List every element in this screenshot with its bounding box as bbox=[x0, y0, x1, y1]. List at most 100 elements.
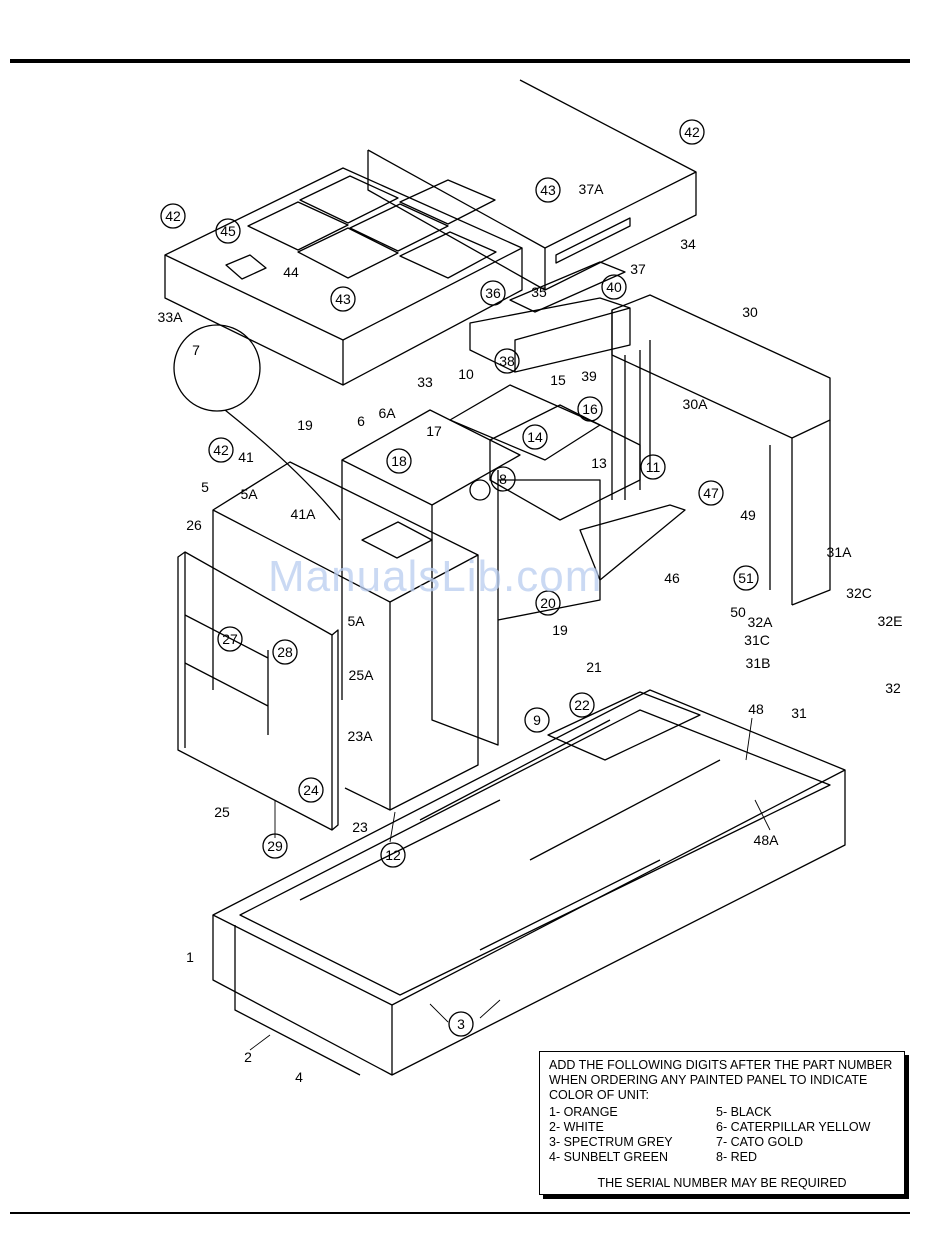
callout: 23A bbox=[348, 728, 374, 744]
callout: 42 bbox=[213, 442, 229, 458]
color-item: 6- CATERPILLAR YELLOW bbox=[716, 1120, 871, 1134]
top-rule bbox=[10, 59, 910, 63]
callout: 30A bbox=[683, 396, 709, 412]
callout: 8 bbox=[499, 471, 507, 487]
callout: 11 bbox=[646, 459, 661, 475]
color-item: 3- SPECTRUM GREY bbox=[549, 1135, 673, 1149]
side-door-panel bbox=[177, 551, 339, 831]
callout: 48A bbox=[754, 832, 780, 848]
color-item: 7- CATO GOLD bbox=[716, 1135, 804, 1149]
callout: 2 bbox=[244, 1049, 252, 1065]
colors-left-column: 1- ORANGE 2- WHITE 3- SPECTRUM GREY 4- S… bbox=[549, 1105, 673, 1165]
color-item: 1- ORANGE bbox=[549, 1105, 618, 1119]
front-housing bbox=[212, 461, 479, 811]
callout: 29 bbox=[267, 838, 283, 854]
callout: 32E bbox=[878, 613, 903, 629]
color-item: 5- BLACK bbox=[716, 1105, 772, 1119]
callout: 42 bbox=[165, 208, 181, 224]
callout: 35 bbox=[531, 284, 547, 300]
callout: 32C bbox=[846, 585, 872, 601]
callout: 16 bbox=[582, 401, 598, 417]
duct-assembly bbox=[469, 261, 631, 373]
callout: 14 bbox=[527, 429, 543, 445]
callout: 33A bbox=[158, 309, 184, 325]
plain-callouts: 33A 44 33 37A 34 37 35 39 30 30A 7 10 15… bbox=[158, 181, 903, 1085]
callout: 38 bbox=[499, 353, 515, 369]
detail-bubble bbox=[173, 324, 341, 521]
callout: 31B bbox=[746, 655, 771, 671]
callout: 33 bbox=[417, 374, 433, 390]
circled-callouts: 42 45 43 43 42 36 40 38 16 14 18 8 11 47… bbox=[160, 119, 759, 1037]
callout: 12 bbox=[385, 847, 401, 863]
callout: 5A bbox=[347, 613, 365, 629]
watermark: ManualsLib.com bbox=[268, 552, 603, 601]
callout: 30 bbox=[742, 304, 758, 320]
callout: 20 bbox=[540, 595, 556, 611]
callout: 5A bbox=[240, 486, 258, 502]
callout: 13 bbox=[591, 455, 607, 471]
callout: 31A bbox=[827, 544, 853, 560]
callout: 6A bbox=[378, 405, 396, 421]
callout: 39 bbox=[581, 368, 597, 384]
callout: 4 bbox=[295, 1069, 303, 1085]
callout: 25A bbox=[349, 667, 375, 683]
callout: 10 bbox=[458, 366, 474, 382]
callout: 48 bbox=[748, 701, 764, 717]
callout: 34 bbox=[680, 236, 696, 252]
leader-lines bbox=[249, 717, 771, 1051]
callout: 1 bbox=[186, 949, 194, 965]
callout: 32A bbox=[748, 614, 774, 630]
rear-cover-panel bbox=[367, 79, 697, 291]
callout: 19 bbox=[297, 417, 313, 433]
colors-right-column: 5- BLACK 6- CATERPILLAR YELLOW 7- CATO G… bbox=[716, 1105, 870, 1165]
callout: 18 bbox=[391, 453, 407, 469]
callout: 21 bbox=[586, 659, 602, 675]
callout: 49 bbox=[740, 507, 756, 523]
callout: 44 bbox=[283, 264, 299, 280]
callout: 25 bbox=[214, 804, 230, 820]
callout: 23 bbox=[352, 819, 368, 835]
callout: 17 bbox=[426, 423, 442, 439]
callout: 24 bbox=[303, 782, 319, 798]
end-frame bbox=[611, 294, 831, 606]
callout: 47 bbox=[703, 485, 719, 501]
callout: 36 bbox=[485, 285, 501, 301]
callout: 43 bbox=[540, 182, 556, 198]
callout: 28 bbox=[277, 644, 293, 660]
callout: 19 bbox=[552, 622, 568, 638]
callout: 43 bbox=[335, 291, 351, 307]
callout: 7 bbox=[192, 342, 200, 358]
callout: 9 bbox=[533, 712, 541, 728]
center-compartment bbox=[341, 384, 686, 746]
bottom-rule bbox=[10, 1212, 910, 1214]
callout: 41A bbox=[291, 506, 317, 522]
callout: 31C bbox=[744, 632, 770, 648]
callout: 31 bbox=[791, 705, 807, 721]
callout: 50 bbox=[730, 604, 746, 620]
callout: 37A bbox=[579, 181, 605, 197]
callout: 6 bbox=[357, 413, 365, 429]
callout: 41 bbox=[238, 449, 254, 465]
callout: 26 bbox=[186, 517, 202, 533]
callout: 37 bbox=[630, 261, 646, 277]
note-footer: THE SERIAL NUMBER MAY BE REQUIRED bbox=[597, 1176, 847, 1190]
color-item: 8- RED bbox=[716, 1150, 757, 1164]
callout: 15 bbox=[550, 372, 566, 388]
callout: 27 bbox=[222, 631, 238, 647]
color-item: 2- WHITE bbox=[549, 1120, 604, 1134]
base-frame bbox=[212, 689, 846, 1076]
callout: 5 bbox=[201, 479, 209, 495]
callout: 51 bbox=[738, 570, 754, 586]
callout: 22 bbox=[574, 697, 590, 713]
callout: 32 bbox=[885, 680, 901, 696]
note-heading: ADD THE FOLLOWING DIGITS AFTER THE PART … bbox=[549, 1058, 893, 1102]
callout: 45 bbox=[220, 223, 236, 239]
callout: 42 bbox=[684, 124, 700, 140]
top-cover-panel bbox=[164, 167, 523, 386]
callout: 3 bbox=[457, 1016, 465, 1032]
callout: 46 bbox=[664, 570, 680, 586]
color-item: 4- SUNBELT GREEN bbox=[549, 1150, 669, 1164]
color-code-note: ADD THE FOLLOWING DIGITS AFTER THE PART … bbox=[539, 1051, 905, 1195]
callout: 40 bbox=[606, 279, 622, 295]
